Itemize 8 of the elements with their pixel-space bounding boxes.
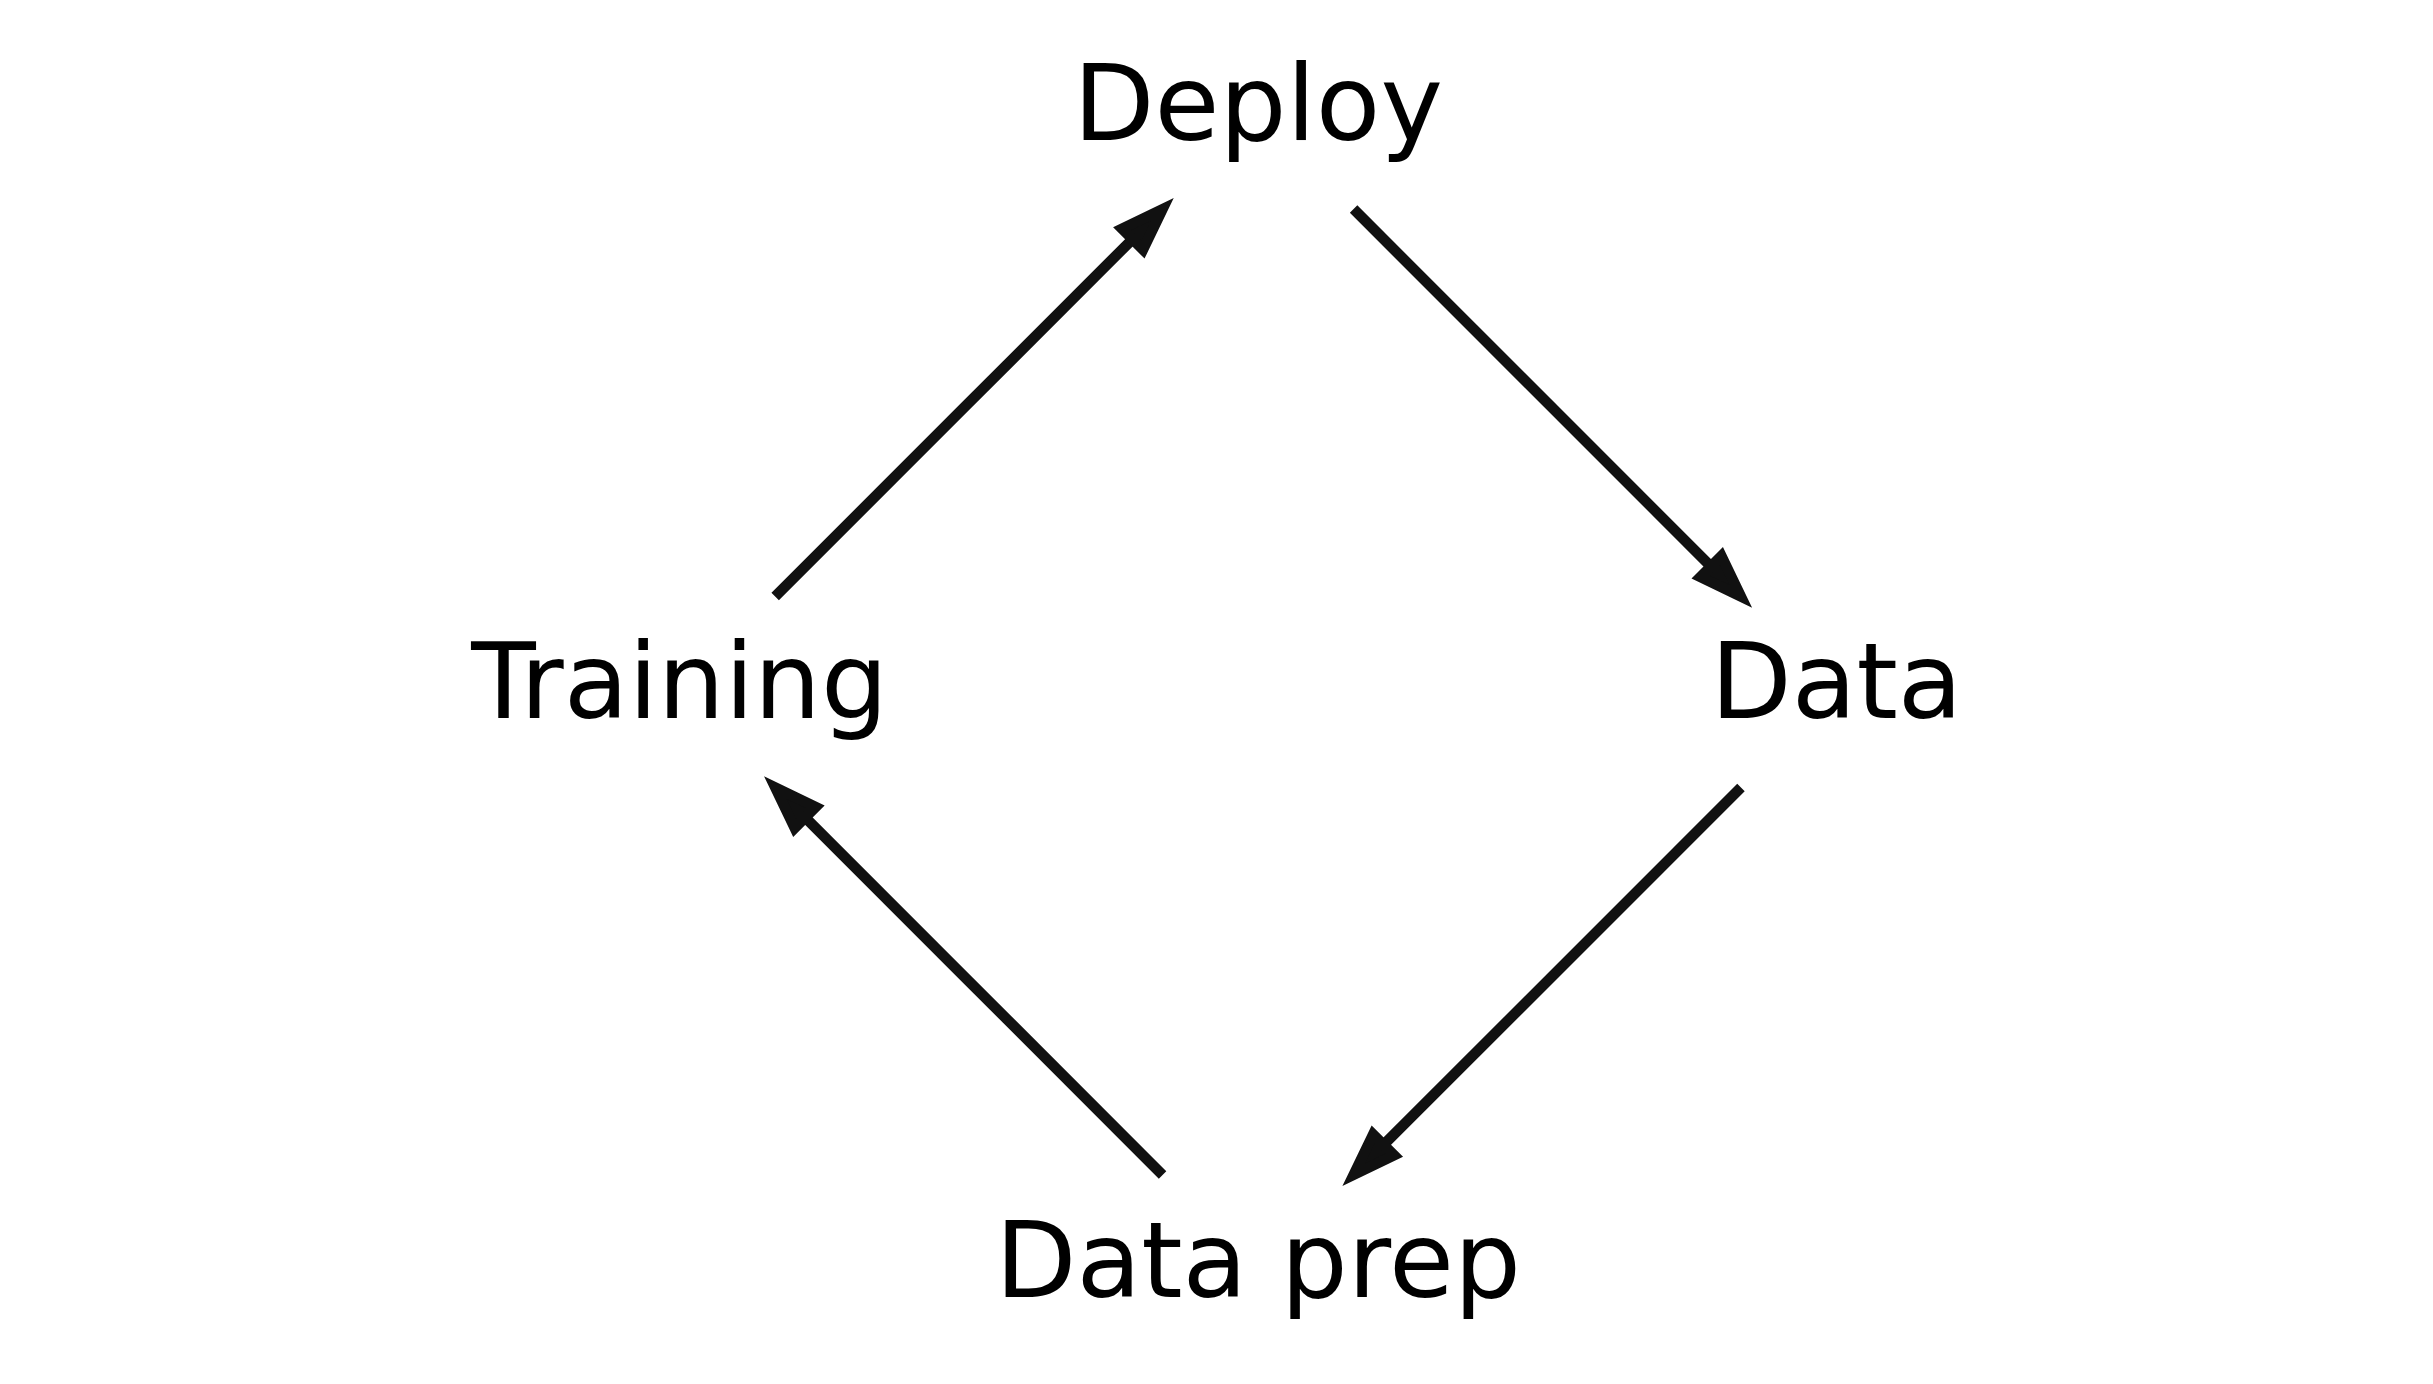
node-text: Data bbox=[1710, 620, 1963, 744]
arrow bbox=[1342, 783, 1745, 1187]
arrow bbox=[764, 776, 1167, 1179]
arrow bbox=[1349, 205, 1753, 608]
node-text: Data prep bbox=[995, 1198, 1521, 1322]
node-text: Deploy bbox=[1073, 42, 1443, 165]
node-text: Training bbox=[471, 620, 888, 744]
arrow bbox=[771, 197, 1174, 601]
